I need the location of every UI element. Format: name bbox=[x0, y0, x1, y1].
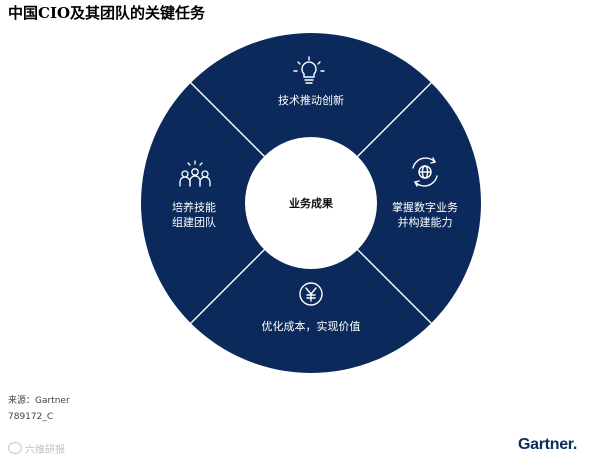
watermark-logo-icon bbox=[8, 442, 22, 454]
segment-label-cost: 优化成本，实现价值 bbox=[262, 319, 361, 333]
yen-coin-icon bbox=[299, 282, 323, 306]
team-icon bbox=[179, 160, 211, 187]
segment-label-innovation: 技术推动创新 bbox=[278, 93, 344, 107]
globe-sync-icon bbox=[412, 157, 438, 187]
gartner-logo: Gartner. bbox=[518, 436, 577, 454]
center-label: 业务成果 bbox=[289, 196, 333, 210]
segment-label-digital-line1: 掌握数字业务 bbox=[392, 200, 458, 214]
logo-text: Gartner bbox=[518, 436, 573, 453]
document-code: 789172_C bbox=[8, 412, 54, 422]
source-text: 来源：Gartner bbox=[8, 396, 70, 406]
segment-label-team-line1: 培养技能 bbox=[172, 200, 216, 214]
segment-label-team-line2: 组建团队 bbox=[172, 215, 216, 229]
watermark: 六维研报 bbox=[8, 441, 65, 456]
segment-label-digital-line2: 并构建能力 bbox=[398, 215, 453, 229]
center-circle bbox=[245, 137, 377, 269]
watermark-text: 六维研报 bbox=[25, 445, 65, 456]
page-title: 中国CIO及其团队的关键任务 bbox=[8, 4, 206, 22]
logo-dot: . bbox=[572, 436, 577, 453]
lightbulb-icon bbox=[293, 56, 325, 84]
source-note: 来源：Gartner 789172_C bbox=[8, 393, 70, 425]
